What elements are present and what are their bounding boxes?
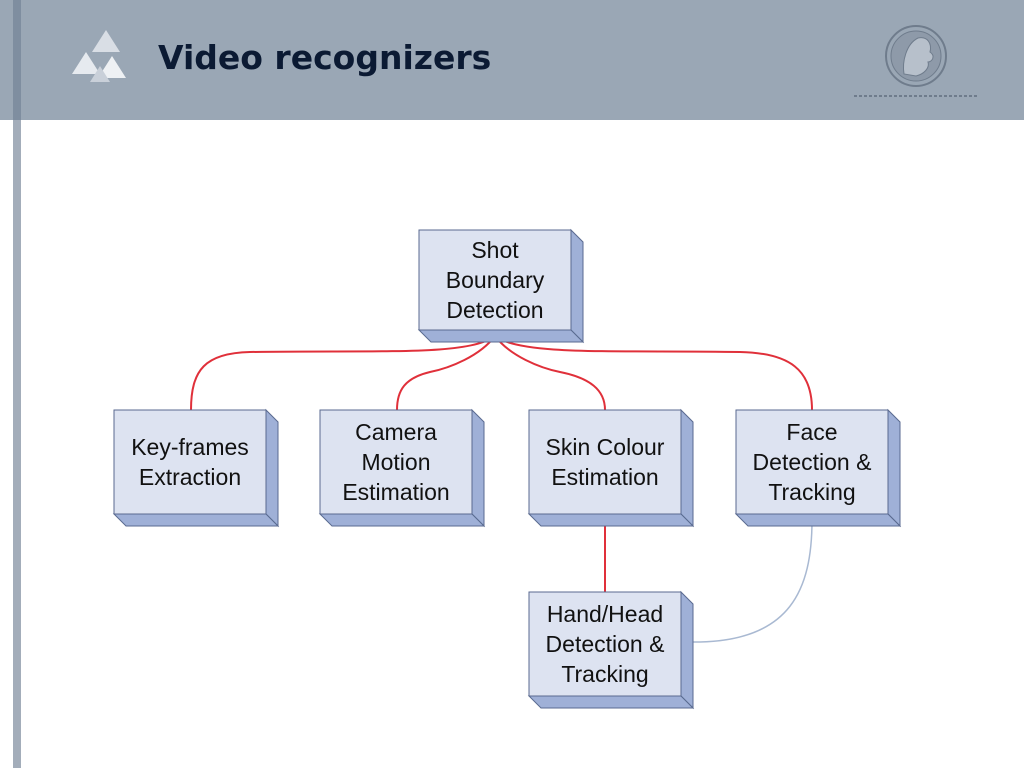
edge-face-to-hand [681,519,813,643]
node-label: Detection & [546,631,665,657]
left-accent-bar-top [13,0,21,120]
left-accent-bar [13,0,21,768]
slide-title: Video recognizers [158,38,492,77]
node-label: Face [786,419,837,445]
node-label: Detection [446,297,543,323]
slide-header [0,0,1024,120]
node-label: Estimation [342,479,449,505]
edge-shot-to-face [494,335,813,411]
node-label: Motion [361,449,430,475]
node-label: Skin Colour [546,434,665,460]
node-label: Camera [355,419,437,445]
node-label: Estimation [551,464,658,490]
node-label: Tracking [561,661,648,687]
node-label: Shot [471,237,519,263]
node-label: Key-frames [131,434,249,460]
triangles-logo-icon [72,30,126,82]
minerva-seal-icon [854,25,978,97]
node-label: Extraction [139,464,241,490]
edge-shot-to-keyframes [190,335,496,411]
node-label: Hand/Head [547,601,663,627]
node-label: Tracking [768,479,855,505]
node-label: Boundary [446,267,545,293]
edge-shot-to-skin [494,335,606,411]
edge-shot-to-camera [396,335,496,411]
node-label: Detection & [753,449,872,475]
